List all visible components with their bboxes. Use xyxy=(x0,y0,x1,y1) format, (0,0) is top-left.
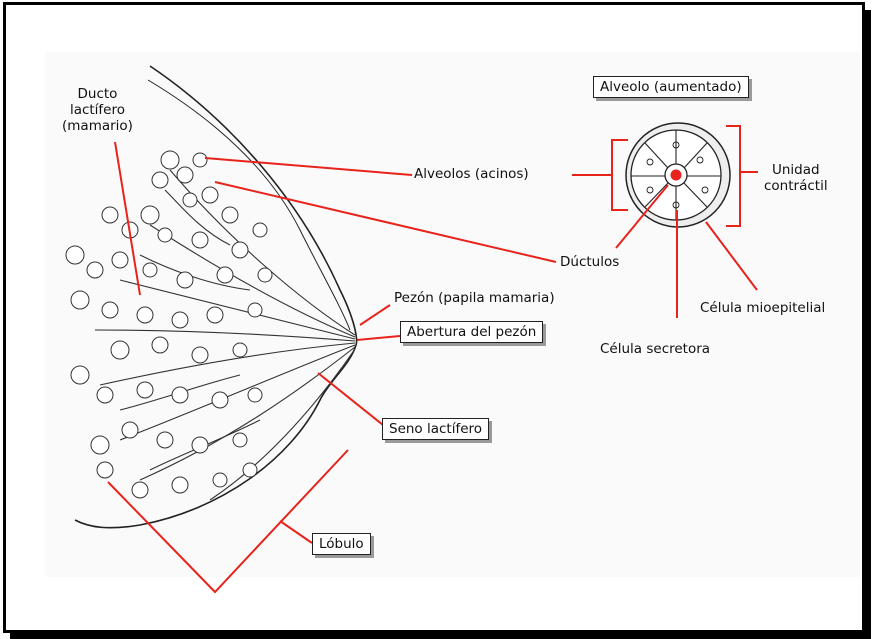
label-seno-lactifero: Seno lactífero xyxy=(382,418,489,440)
label-unidad-contractil: Unidad contráctil xyxy=(764,162,828,194)
label-celula-mioepitelial: Célula mioepitelial xyxy=(700,300,825,316)
label-alveolos: Alveolos (acinos) xyxy=(414,166,529,182)
label-pezon: Pezón (papila mamaria) xyxy=(394,290,555,306)
label-lobulo: Lóbulo xyxy=(312,533,371,555)
label-ducto-lactifero: Ducto lactífero (mamario) xyxy=(62,86,133,134)
label-ductulos: Dúctulos xyxy=(560,254,619,270)
label-abertura-pezon: Abertura del pezón xyxy=(400,321,543,343)
label-celula-secretora: Célula secretora xyxy=(600,341,710,357)
label-alveolo-aumentado: Alveolo (aumentado) xyxy=(593,76,749,98)
